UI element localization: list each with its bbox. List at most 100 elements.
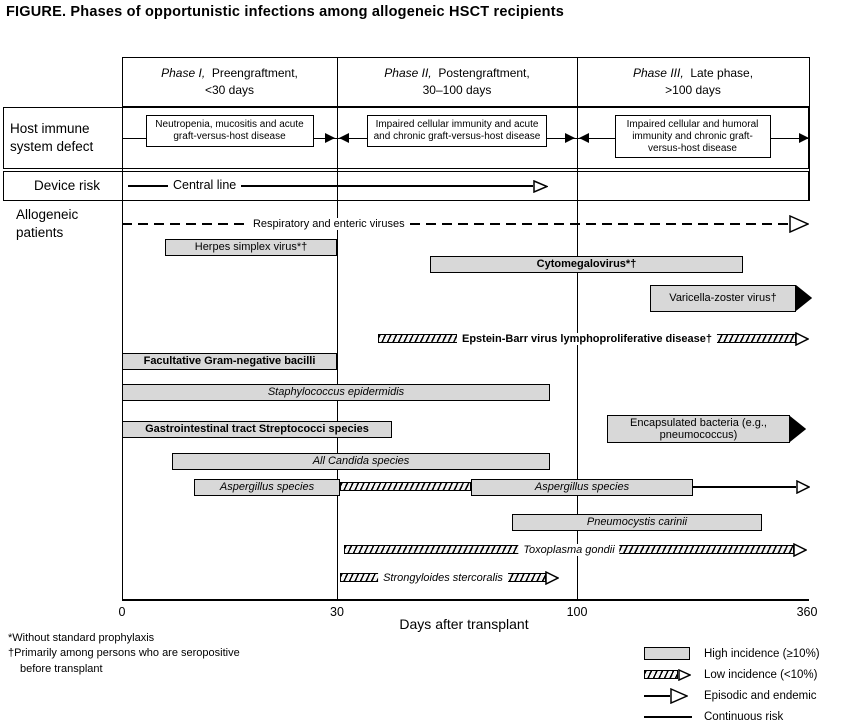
immune-defect-box-2: Impaired cellular immunity and acute and… — [367, 115, 547, 147]
bar-label: Aspergillus species — [219, 480, 315, 493]
bar-label: Facultative Gram-negative bacilli — [143, 354, 316, 367]
arrow-left-icon — [339, 133, 349, 143]
allogeneic-label-line2: patients — [16, 224, 64, 240]
bar-label: Staphylococcus epidermidis — [267, 385, 405, 398]
allogeneic-patients-label: Allogeneic patients — [16, 206, 78, 241]
immune-defect-box-3: Impaired cellular and humoral immunity a… — [614, 115, 771, 159]
bar-hatch — [340, 482, 471, 491]
footnote-2: †Primarily among persons who are seropos… — [8, 647, 240, 660]
phase-cell-1: Phase I, Preengraftment, <30 days — [122, 58, 337, 106]
arrow-right-icon — [799, 133, 809, 143]
grid-vline-day0 — [122, 57, 123, 600]
phase-3-range: >100 days — [665, 83, 721, 98]
bar-all-candida-species: All Candida species — [172, 452, 550, 470]
legend-item-episodic: Episodic and endemic — [644, 685, 840, 706]
bar-toxoplasma-gondii: Toxoplasma gondii — [344, 542, 807, 557]
central-line-arrow — [128, 185, 533, 187]
arrow-head-icon — [533, 180, 548, 193]
host-immune-label-line2: system defect — [10, 138, 94, 154]
legend-label: High incidence (≥10%) — [704, 647, 820, 660]
phase-2-line1: Phase II, Postengraftment, — [337, 65, 577, 82]
grid-vline-day100 — [577, 57, 578, 600]
immune-defect-box-1: Neutropenia, mucositis and acute graft-v… — [145, 115, 314, 147]
x-tick-100: 100 — [566, 605, 588, 619]
arrow-head-icon — [545, 570, 559, 585]
bar-herpes-simplex-virus: Herpes simplex virus*† — [165, 238, 337, 256]
legend-label: Low incidence (<10%) — [704, 668, 818, 681]
bar-facultative-gram-negative-bacilli: Facultative Gram-negative bacilli — [122, 352, 337, 370]
bar-respiratory-and-enteric-viruses: Respiratory and enteric viruses — [122, 215, 809, 233]
host-immune-label: Host immune system defect — [10, 120, 93, 155]
legend-label: Continuous risk — [704, 710, 784, 723]
low-incidence-swatch — [644, 668, 704, 681]
footnotes: *Without standard prophylaxis †Primarily… — [8, 631, 240, 677]
bar-varicella-zoster-virus: Varicella-zoster virus† — [650, 284, 812, 312]
bar-gastrointestinal-tract-streptococci-species: Gastrointestinal tract Streptococci spec… — [122, 420, 392, 438]
phase-3-desc: Late phase, — [690, 66, 754, 80]
legend-label: Episodic and endemic — [704, 689, 817, 702]
bar-label: Aspergillus species — [534, 480, 630, 493]
x-axis-title: Days after transplant — [399, 616, 529, 632]
arrow-head-icon — [796, 480, 810, 494]
arrow-head-icon — [795, 331, 809, 346]
high-incidence-swatch — [644, 647, 704, 660]
bar-label: Cytomegalovirus*† — [536, 257, 637, 270]
hatched-bar-icon — [644, 670, 678, 679]
gray-box-icon — [644, 647, 690, 660]
phase-1-name: Phase I, — [161, 66, 206, 80]
bar-label: Pneumocystis carinii — [586, 515, 688, 528]
phase-1-line1: Phase I, Preengraftment, — [122, 65, 337, 82]
host-immune-row: Host immune system defect — [3, 107, 809, 169]
phase-2-desc: Postengraftment, — [438, 66, 530, 80]
allogeneic-label-line1: Allogeneic — [16, 207, 79, 222]
bar-epstein-barr-virus-lymphoproliferative-disease: Epstein-Barr virus lymphoproliferative d… — [378, 331, 809, 346]
phase-2-name: Phase II, — [384, 66, 432, 80]
arrow-head-icon — [789, 416, 806, 442]
bar-label: Toxoplasma gondii — [518, 543, 620, 556]
arrow-head-icon — [793, 542, 807, 557]
phase-1-desc: Preengraftment, — [211, 66, 298, 80]
bar-label: Strongyloides stercoralis — [378, 571, 508, 584]
arrow-head-icon — [670, 687, 688, 704]
arrow-left-icon — [579, 133, 589, 143]
device-risk-label: Device risk — [34, 178, 101, 193]
bar-strongyloides-stercoralis: Strongyloides stercoralis — [340, 570, 559, 585]
immune-cell-phase3: Impaired cellular and humoral immunity a… — [577, 107, 809, 169]
bar-cytomegalovirus: Cytomegalovirus*† — [430, 255, 743, 273]
bar-label: Gastrointestinal tract Streptococci spec… — [145, 422, 369, 435]
immune-cell-phase2: Impaired cellular immunity and acute and… — [337, 107, 577, 169]
phase-1-range: <30 days — [204, 83, 255, 98]
continuous-swatch — [644, 715, 704, 718]
legend: High incidence (≥10%) Low incidence (<10… — [644, 643, 840, 727]
phase-header-row: Phase I, Preengraftment, <30 days Phase … — [122, 57, 809, 107]
bar-line-arrow — [693, 480, 810, 494]
device-risk-row: Device risk — [3, 171, 809, 201]
figure-title: FIGURE. Phases of opportunistic infectio… — [6, 4, 565, 20]
arrow-head-icon — [795, 285, 812, 311]
footnote-2-cont: before transplant — [20, 662, 103, 675]
bar-label: Epstein-Barr virus lymphoproliferative d… — [456, 332, 718, 345]
bar-label: Respiratory and enteric viruses — [247, 218, 410, 230]
legend-item-continuous: Continuous risk — [644, 706, 840, 727]
legend-item-low-incidence: Low incidence (<10%) — [644, 664, 840, 685]
phase-3-name: Phase III, — [632, 66, 684, 80]
immune-cell-phase1: Neutropenia, mucositis and acute graft-v… — [122, 107, 337, 169]
bar-label: Herpes simplex virus*† — [194, 240, 308, 253]
bar-encapsulated-bacteria-e-g-pneumococcus: Encapsulated bacteria (e.g., pneumococcu… — [607, 415, 806, 443]
bar-staphylococcus-epidermidis: Staphylococcus epidermidis — [122, 383, 550, 401]
phase-2-range: 30–100 days — [422, 83, 492, 98]
bar-aspergillus-species: Aspergillus species — [471, 478, 693, 496]
x-tick-360: 360 — [796, 605, 818, 619]
x-axis-line — [122, 599, 809, 601]
x-tick-30: 30 — [330, 605, 344, 619]
footnote-1: *Without standard prophylaxis — [8, 632, 155, 644]
bar-label: Encapsulated bacteria (e.g., pneumococcu… — [630, 416, 767, 441]
line-icon — [644, 715, 692, 718]
phase-cell-2: Phase II, Postengraftment, 30–100 days — [337, 58, 577, 106]
episodic-swatch — [644, 687, 704, 704]
bar-pneumocystis-carinii: Pneumocystis carinii — [512, 513, 762, 531]
phase-3-line1: Phase III, Late phase, — [577, 65, 809, 82]
legend-item-high-incidence: High incidence (≥10%) — [644, 643, 840, 664]
